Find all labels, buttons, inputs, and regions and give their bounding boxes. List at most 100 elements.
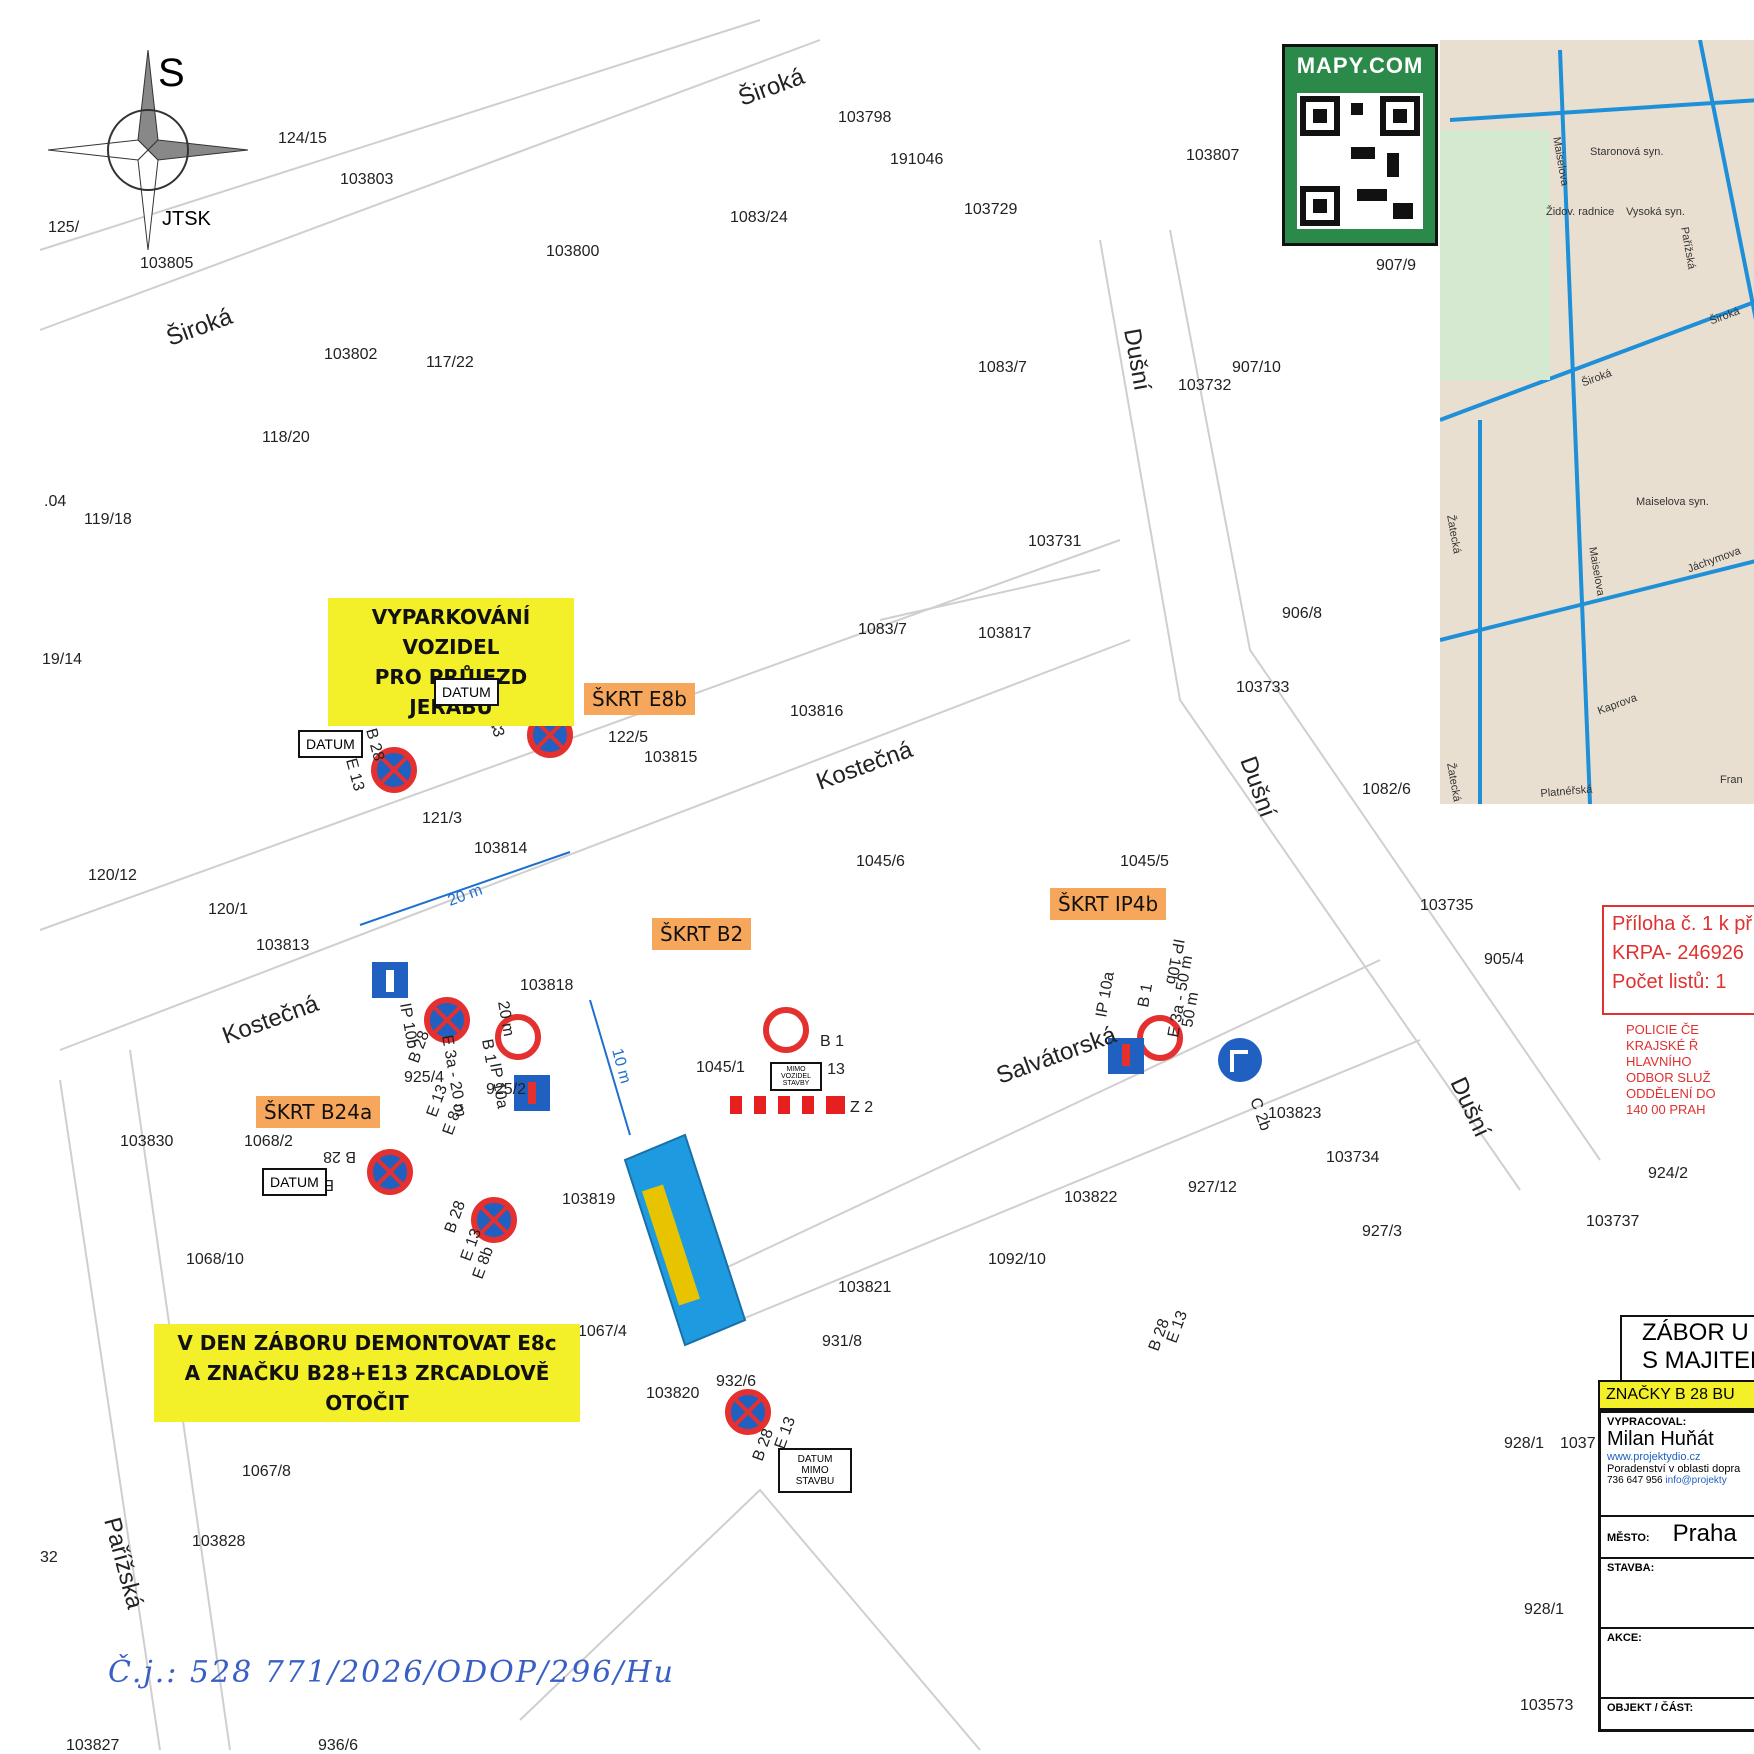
mapy-qr-code: MAPY.COM [1282, 44, 1438, 246]
street-name: Kostečná [813, 736, 917, 796]
parcel-label: 1037 [1560, 1435, 1596, 1452]
b28-no-stopping-sign-icon [471, 1197, 517, 1243]
note-skrt-b2: ŠKRT B2 [652, 918, 752, 950]
parcel-label: 103733 [1236, 679, 1289, 696]
parcel-label: 906/8 [1282, 605, 1322, 622]
mimo-vozidel-stavby-plate: MIMO VOZIDEL STAVBY [770, 1062, 822, 1091]
parcel-label: 927/3 [1362, 1223, 1402, 1240]
parcel-label: 932/6 [716, 1373, 756, 1390]
parcel-label: 907/9 [1376, 257, 1416, 274]
b28-no-stopping-sign-icon [424, 997, 470, 1043]
dimension-label: 10 m [608, 1047, 634, 1086]
parcel-label: 103827 [66, 1737, 119, 1754]
parcel-label: 119/18 [84, 511, 132, 528]
handwritten-reference: Č.j.: 528 771/2026/ODOP/296/Hu [108, 1655, 675, 1690]
parcel-label: 1067/8 [242, 1463, 291, 1480]
znacky-header: ZNAČKY B 28 BU [1598, 1380, 1754, 1410]
sign-code-label: B 1 [820, 1033, 844, 1050]
street-outlines [39, 19, 1601, 1751]
parcel-label: 103731 [1028, 533, 1081, 550]
ip10-dead-end-sign-icon [1108, 1038, 1144, 1074]
datum-mimo-stavbu-plate: DATUM MIMO STAVBU [778, 1448, 852, 1493]
parcel-label: 1045/1 [696, 1059, 745, 1076]
parcel-label: 103573 [1520, 1697, 1573, 1714]
b28-no-stopping-sign-icon [367, 1149, 413, 1195]
parcel-label: 120/12 [88, 867, 137, 884]
parcel-label: 103823 [1268, 1105, 1321, 1122]
inset-label: Maiselova syn. [1636, 496, 1709, 508]
z2-barrier [730, 1096, 845, 1114]
b28-no-stopping-sign-icon [725, 1389, 771, 1435]
parcel-label: 103800 [546, 243, 599, 260]
parcel-label: 117/22 [426, 354, 474, 371]
sign-code-label: B 28 [362, 727, 387, 763]
title-block: VYPRACOVAL: Milan Huňát www.projektydio.… [1598, 1410, 1754, 1732]
note-skrt-ip4b: ŠKRT IP4b [1050, 888, 1167, 920]
parcel-label: 125/ [48, 219, 80, 236]
b1-no-entry-sign-icon [763, 1007, 809, 1053]
parcel-label: 124/15 [278, 130, 327, 147]
north-compass-icon [47, 49, 249, 251]
sign-code-label: Z 2 [850, 1099, 873, 1116]
note-vyparkovani: VYPARKOVÁNÍ VOZIDEL PRO PRŮJEZD JEŘÁBU [328, 598, 574, 726]
sign-code-label: IP 10a [1093, 970, 1118, 1018]
approval-stamp: Příloha č. 1 k př KRPA- 246926 Počet lis… [1602, 905, 1754, 1015]
parcel-label: 120/1 [208, 901, 248, 918]
qr-code-icon [1297, 93, 1423, 229]
street-name: Dušní [1445, 1073, 1496, 1142]
note-skrt-b24a: ŠKRT B24a [256, 1096, 381, 1128]
parcel-label: 1082/6 [1362, 781, 1411, 798]
sign-code-label: B 28 [442, 1199, 469, 1236]
street-name: Salvátorská [993, 1021, 1121, 1089]
parcel-label: 1083/24 [730, 209, 788, 226]
crs-label: JTSK [162, 208, 212, 230]
parcel-label: 907/10 [1232, 359, 1281, 376]
parcel-label: 103815 [644, 749, 697, 766]
parcel-label: 191046 [890, 151, 943, 168]
inset-label: Vysoká syn. [1626, 206, 1685, 218]
ip10-dead-end-sign-icon [514, 1075, 550, 1111]
parcel-label: 103821 [838, 1279, 891, 1296]
parcel-label: 103798 [838, 109, 891, 126]
parcel-label: 1092/10 [988, 1251, 1046, 1268]
parcel-label: 103732 [1178, 377, 1231, 394]
sign-code-label: E 13 [342, 757, 367, 793]
parcel-label: 925/2 [486, 1081, 526, 1098]
datum-plate: DATUM [434, 678, 499, 706]
parcel-label: 103737 [1586, 1213, 1639, 1230]
parcel-label: 1045/5 [1120, 853, 1169, 870]
qr-brand-label: MAPY.COM [1296, 53, 1424, 78]
datum-plate: DATUM [262, 1168, 327, 1196]
parcel-label: 1083/7 [858, 621, 907, 638]
parcel-label: 103814 [474, 840, 527, 857]
inset-label: Fran [1720, 774, 1743, 786]
note-skrt-e8b: ŠKRT E8b [584, 683, 695, 715]
parcel-label: 103802 [324, 346, 377, 363]
dimension-20m-line [359, 851, 571, 926]
parcel-label: 936/6 [318, 1737, 358, 1754]
datum-plate: DATUM [298, 730, 363, 758]
street-name: Široká [734, 62, 808, 112]
parcel-label: 103820 [646, 1385, 699, 1402]
parcel-label: 103822 [1064, 1189, 1117, 1206]
police-stamp: POLICIE ČE KRAJSKÉ Ř HLAVNÍHO ODBOR SLUŽ… [1626, 1022, 1716, 1117]
parcel-label: 905/4 [1484, 951, 1524, 968]
parcel-label: 1083/7 [978, 359, 1027, 376]
parcel-label: 103830 [120, 1133, 173, 1150]
parcel-label: 1067/4 [578, 1323, 627, 1340]
parcel-label: .04 [44, 493, 66, 510]
dimension-label: 50 m [1179, 991, 1202, 1029]
dimension-label: 20 m [446, 882, 485, 910]
inset-label: Židov. radnice [1546, 206, 1615, 218]
parcel-label: 122/5 [608, 729, 648, 746]
parcel-label: 103807 [1186, 147, 1239, 164]
parcel-label: 103828 [192, 1533, 245, 1550]
parcel-label: 928/1 [1524, 1601, 1564, 1618]
parcel-label: 121/3 [422, 810, 462, 827]
inset-label: Staronová syn. [1590, 146, 1664, 158]
parcel-label: 103805 [140, 255, 193, 272]
sign-code-label: E 13 [1164, 1309, 1191, 1346]
dimension-label: 20 m [494, 1000, 517, 1038]
